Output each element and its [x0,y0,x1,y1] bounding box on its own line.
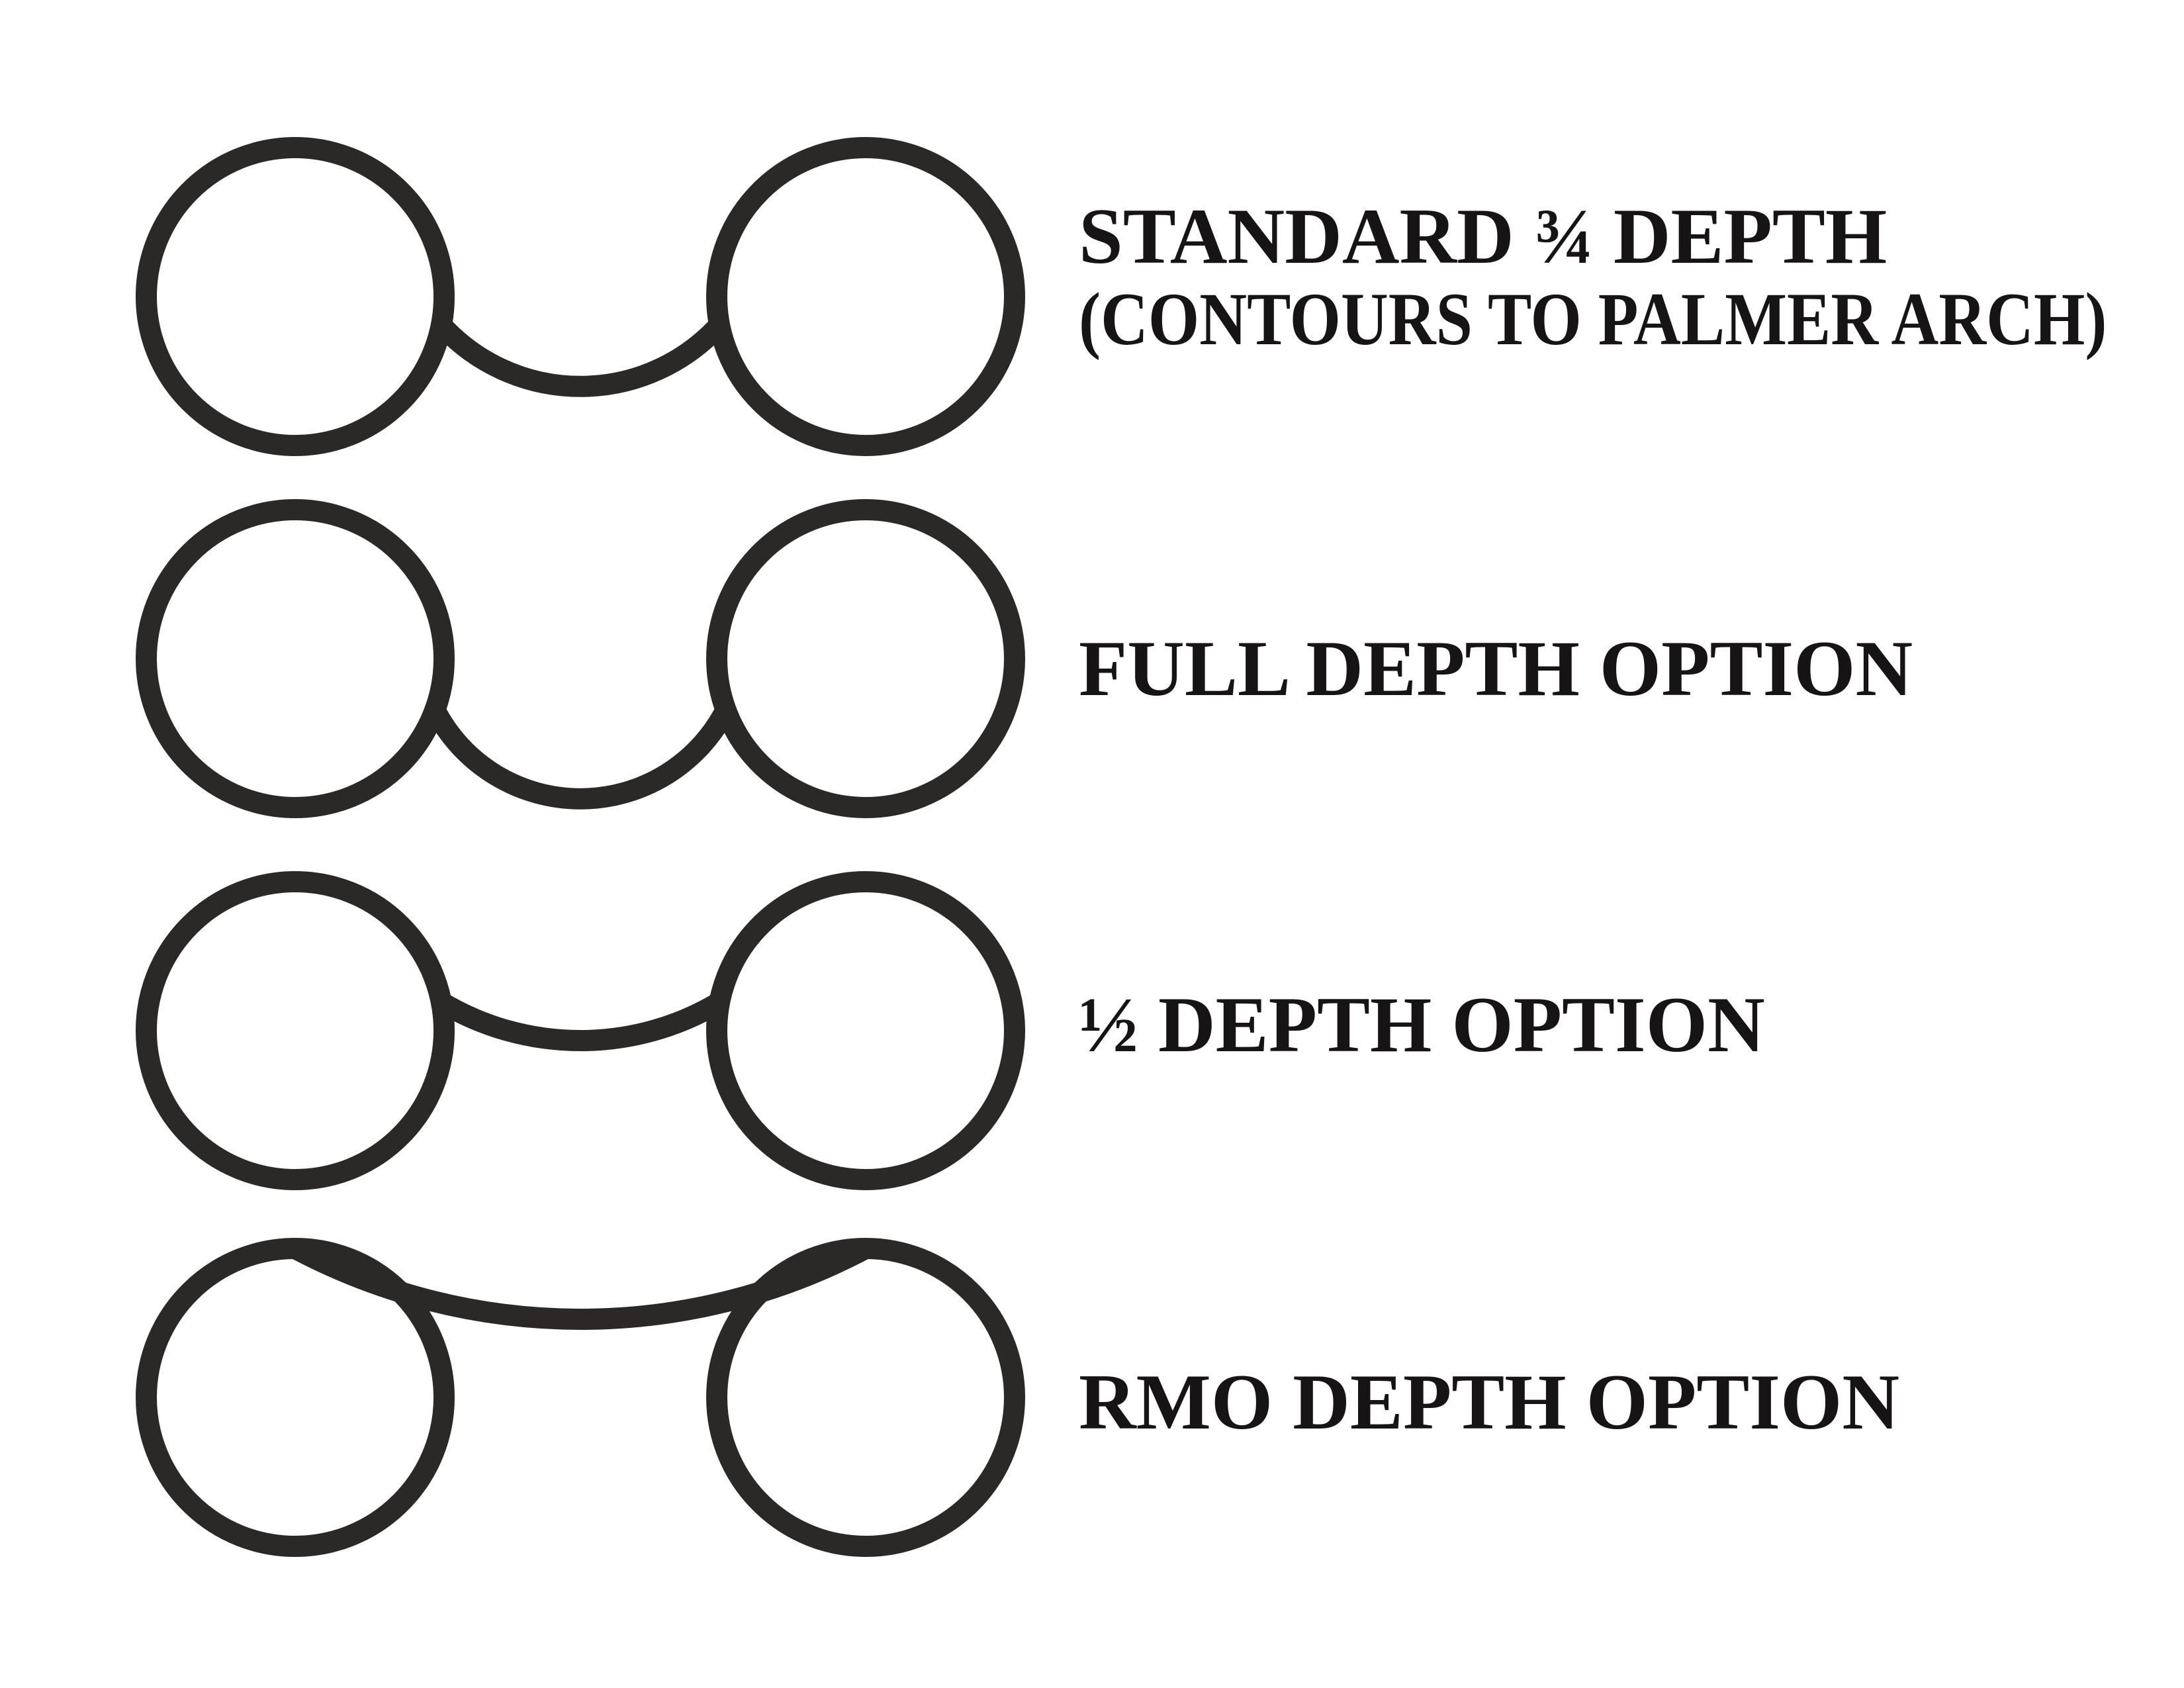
full-depth-diagram [136,499,1025,818]
rmo-depth-label: RMO DEPTH OPTION [1079,1358,1900,1446]
right-lens-circle [706,499,1025,818]
right-lens-circle [706,871,1025,1190]
half-depth-label: ½ DEPTH OPTION [1079,980,1765,1068]
full-depth-label: FULL DEPTH OPTION [1079,624,1913,712]
left-lens-circle [136,137,455,456]
bridge-arc [435,993,725,1051]
standard-three-quarter-depth-diagram [136,137,1025,456]
bridge-arc [425,704,736,810]
rmo-depth-diagram [136,1238,1025,1557]
bridge-arc [290,1239,871,1330]
right-lens-circle [706,137,1025,456]
standard-depth-sublabel: (CONTOURS TO PALMER ARCH) [1079,278,2107,361]
bridge-arc [433,318,727,397]
standard-depth-label: STANDARD ¾ DEPTH [1079,192,1888,280]
half-depth-diagram [136,871,1025,1190]
left-lens-circle [136,871,455,1190]
left-lens-circle [136,499,455,818]
